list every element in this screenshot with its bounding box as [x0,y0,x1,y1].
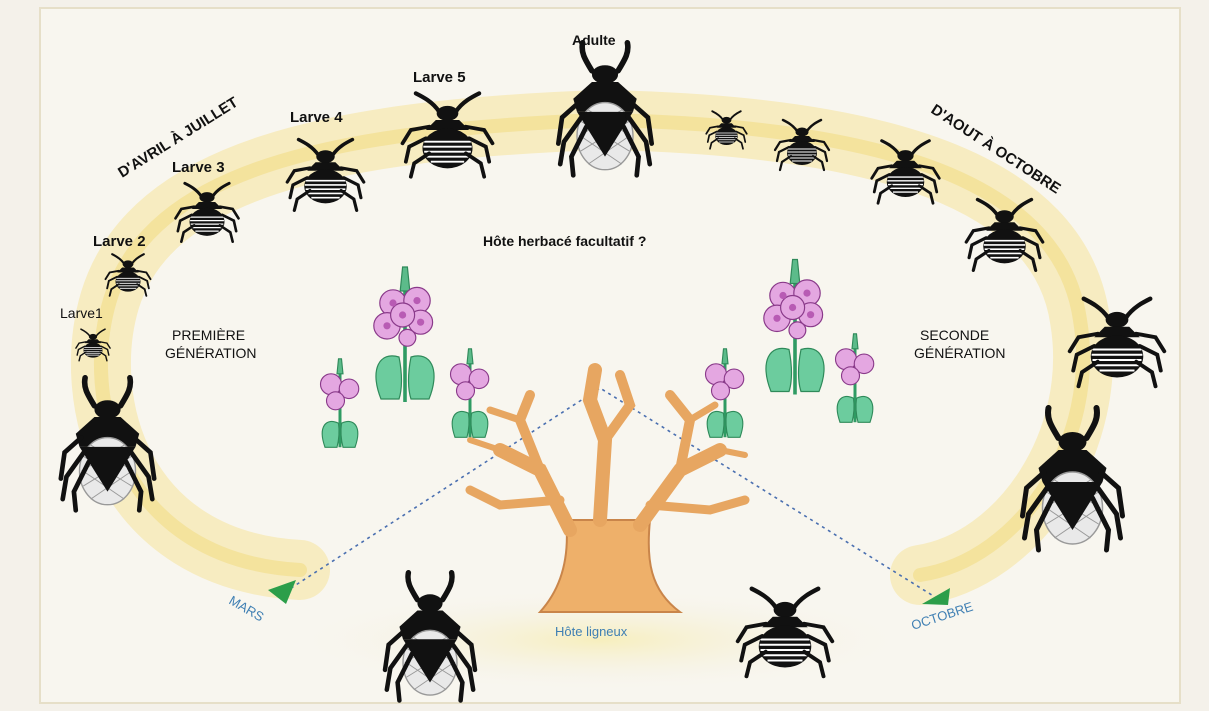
label-herbaceous-host: Hôte herbacé facultatif ? [483,233,646,249]
label-larve5: Larve 5 [413,69,466,86]
label-larve2: Larve 2 [93,233,146,250]
label-larve1: Larve1 [60,305,103,321]
label-first-gen-line2: GÉNÉRATION [165,345,257,361]
label-larve3: Larve 3 [172,159,225,176]
label-second-gen-line1: SECONDE [920,327,989,343]
label-first-gen-line1: PREMIÈRE [172,327,245,343]
label-second-gen-line2: GÉNÉRATION [914,345,1006,361]
label-woody-host: Hôte ligneux [555,624,628,639]
label-larve4: Larve 4 [290,109,343,126]
label-adulte: Adulte [572,32,616,48]
